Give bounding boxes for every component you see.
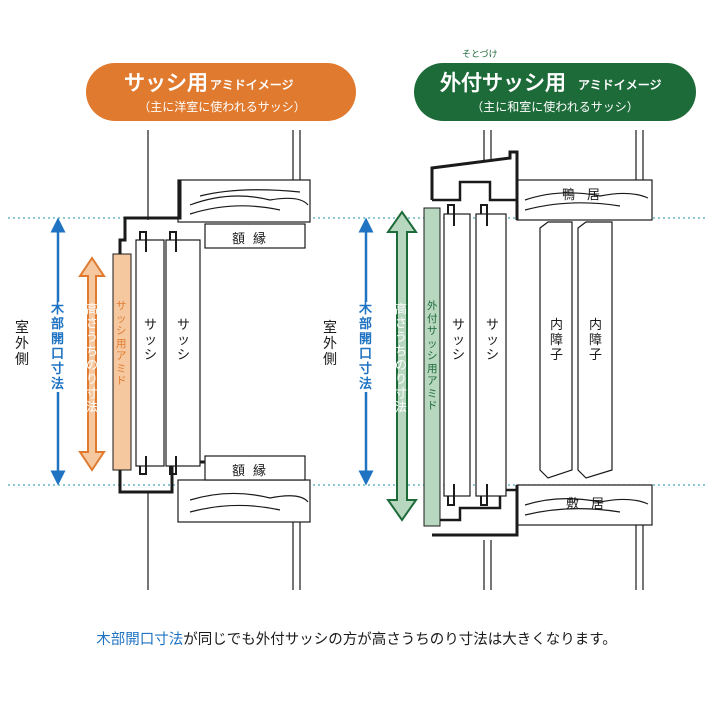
left-outside-label: 室外側 — [15, 320, 29, 368]
left-badge-suffix: アミドイメージ — [210, 78, 294, 92]
left-trim-bottom-label: 額縁 — [232, 464, 275, 479]
left-sash1-label: サッシ — [143, 318, 157, 363]
left-badge: サッシ用 アミドイメージ （主に洋室に使われるサッシ） — [86, 63, 356, 121]
right-kamoi-label: 鴨居 — [562, 188, 613, 203]
footer-text: が同じでも外付サッシの方が高さうちのり寸法は大きくなります。 — [183, 632, 617, 648]
right-sash1-label: サッシ — [451, 318, 465, 363]
right-screen-label: 外付サッシ用アミド — [427, 300, 438, 412]
left-badge-subtitle: （主に洋室に使われるサッシ） — [138, 99, 305, 114]
left-screen-label: サッシ用アミド — [116, 300, 127, 387]
right-screen-panel — [423, 207, 441, 527]
right-inner2-label: 内障子 — [588, 318, 602, 363]
right-height-label: 高さうちのり寸法 — [394, 302, 407, 414]
left-diagram — [118, 130, 311, 590]
footer-highlight: 木部開口寸法 — [96, 632, 184, 648]
right-shikii-label: 敷居 — [566, 497, 617, 512]
left-height-label: 高さうちのり寸法 — [85, 302, 98, 414]
right-badge-subtitle: （主に和室に使われるサッシ） — [471, 99, 638, 114]
right-wood-opening-label: 木部開口寸法 — [358, 302, 373, 392]
right-height-arrow — [386, 210, 418, 522]
left-wood-opening-label: 木部開口寸法 — [50, 302, 65, 392]
right-badge-suffix: アミドイメージ — [578, 78, 662, 92]
right-diagram — [430, 130, 653, 590]
right-sash2-label: サッシ — [485, 318, 499, 363]
left-badge-title: サッシ用 — [124, 71, 208, 95]
right-badge-title: 外付サッシ用 — [440, 71, 566, 95]
left-screen-panel — [112, 253, 132, 471]
left-height-arrow — [78, 256, 106, 472]
right-inner1-label: 内障子 — [549, 318, 563, 363]
left-trim-top-label: 額縁 — [232, 232, 275, 247]
right-badge: そとづけ 外付サッシ用 アミドイメージ （主に和室に使われるサッシ） — [414, 49, 696, 121]
footer-caption: 木部開口寸法が同じでも外付サッシの方が高さうちのり寸法は大きくなります。 — [0, 628, 713, 649]
left-sash2-label: サッシ — [176, 318, 190, 363]
right-ruby: そとづけ — [462, 49, 498, 60]
right-outside-label: 室外側 — [323, 320, 337, 368]
